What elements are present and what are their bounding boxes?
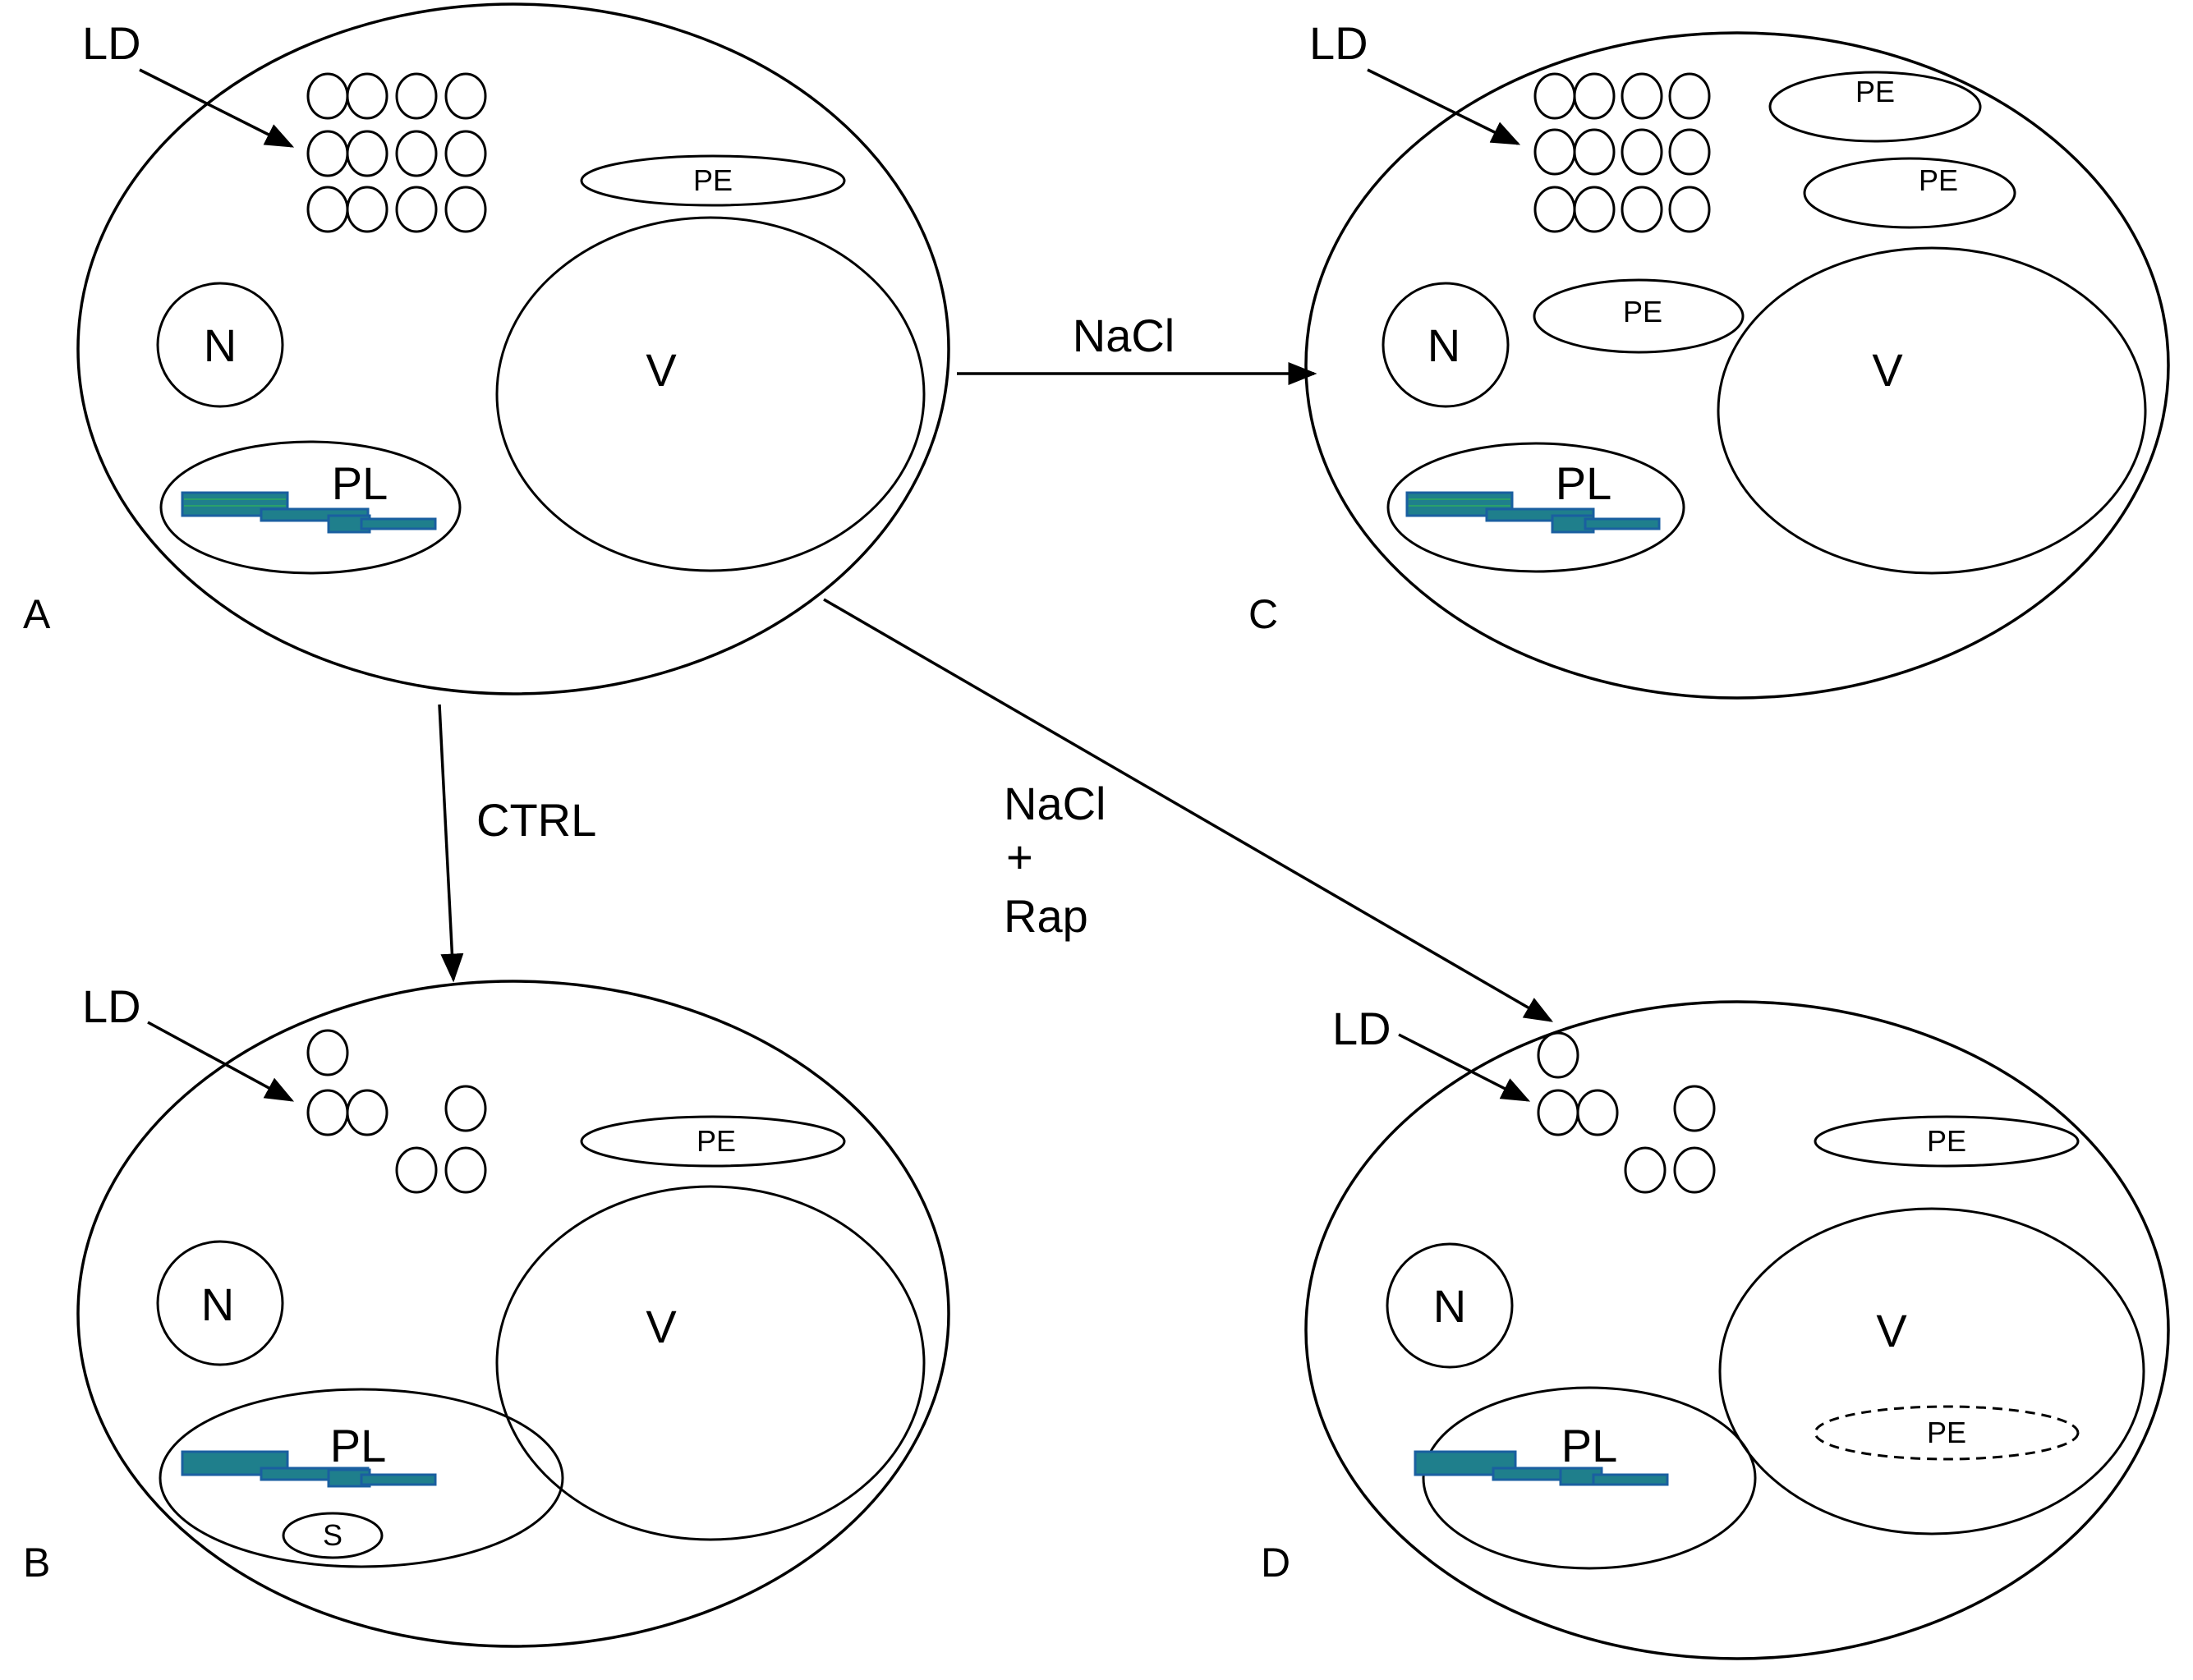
cell-a-nucleus — [156, 282, 284, 408]
ctrl-label: CTRL — [476, 794, 596, 846]
cell-a-vacuole-label: V — [646, 344, 677, 396]
cell-d-pe-vacuole-label: PE — [1927, 1416, 1966, 1449]
cell-c-nucleus-label: N — [1428, 319, 1460, 371]
cell-c-peroxisome-1 — [1768, 71, 1982, 143]
cell-c-nucleus — [1382, 282, 1510, 408]
cell-b-pe-label: PE — [697, 1124, 736, 1158]
transition-ctrl: CTRL — [438, 704, 596, 983]
cell-b-membrane — [76, 980, 950, 1648]
transition-nacl: NaCl — [957, 310, 1317, 385]
cell-d-plastid-label: PL — [1561, 1420, 1618, 1471]
cell-d-vacuolar-peroxisome — [1814, 1405, 2080, 1461]
cell-d-thylakoids — [1414, 1450, 1669, 1486]
cell-a-plastid — [159, 440, 462, 575]
nacl-rap-label-1: NaCl — [1004, 778, 1106, 829]
cell-b-lipid-droplets — [306, 1029, 487, 1194]
cell-d-vacuole — [1718, 1207, 2145, 1535]
cell-a-ld-arrow — [139, 68, 295, 148]
cell-c-peroxisome-3 — [1533, 278, 1745, 354]
cell-c-plastid — [1386, 442, 1685, 573]
ctrl-arrow — [438, 704, 464, 983]
panel-letter-b: B — [23, 1540, 50, 1586]
cell-b-nucleus — [156, 1240, 284, 1366]
cell-a-peroxisome — [580, 154, 846, 207]
transition-nacl-rap: NaCl + Rap — [823, 598, 1554, 1022]
cell-d-membrane — [1304, 1000, 2170, 1660]
cell-b-ld-label: LD — [82, 980, 141, 1032]
cell-d-pe-label: PE — [1927, 1124, 1966, 1158]
cell-a-nucleus-label: N — [204, 319, 237, 371]
cell-c-peroxisome-2 — [1803, 157, 2016, 229]
cell-a-membrane — [76, 2, 950, 695]
cell-c-plastid-label: PL — [1556, 457, 1612, 509]
cell-c-pe-label-2: PE — [1919, 163, 1958, 197]
cell-d-lipid-droplets — [1537, 1031, 1716, 1194]
cell-c-pe-label-1: PE — [1855, 75, 1895, 108]
cell-a-plastid-label: PL — [332, 457, 388, 509]
panel-letter-d: D — [1261, 1540, 1290, 1586]
cell-d: LD PE N V PE PL D — [1261, 1000, 2170, 1660]
cell-d-plastid — [1422, 1386, 1757, 1570]
nacl-rap-label-2: + — [1006, 831, 1033, 883]
panel-letter-c: C — [1248, 591, 1278, 637]
cell-c-lipid-droplets — [1533, 72, 1711, 233]
cell-d-nucleus — [1386, 1242, 1514, 1369]
nacl-rap-arrow — [823, 598, 1554, 1022]
nacl-rap-label-3: Rap — [1004, 890, 1088, 942]
nacl-label: NaCl — [1073, 310, 1175, 361]
cell-b-starch-label: S — [323, 1518, 343, 1552]
cell-c-vacuole-label: V — [1872, 344, 1903, 396]
panel-letter-a: A — [23, 591, 51, 637]
cell-a-pe-label: PE — [693, 163, 733, 197]
cell-d-nucleus-label: N — [1433, 1280, 1466, 1332]
cell-c: LD PE PE PE N V PL C — [1248, 17, 2170, 700]
cell-c-pe-label-3: PE — [1623, 295, 1662, 328]
cell-d-ld-label: LD — [1332, 1003, 1391, 1054]
cell-b-plastid — [159, 1388, 564, 1568]
cell-b-vacuole — [495, 1185, 926, 1541]
cell-b-ld-arrow — [147, 1021, 295, 1102]
cell-c-ld-arrow — [1367, 68, 1521, 145]
cell-a-ld-label: LD — [82, 17, 141, 69]
cell-b: LD PE N V PL S B — [23, 980, 950, 1648]
cell-b-plastid-label: PL — [330, 1420, 387, 1471]
cell-a: LD PE N V PL A — [23, 2, 950, 695]
cell-a-lipid-droplets — [306, 72, 487, 233]
cell-b-nucleus-label: N — [201, 1278, 234, 1330]
cell-d-ld-arrow — [1398, 1033, 1531, 1102]
cell-a-vacuole — [495, 216, 926, 572]
cell-b-vacuole-label: V — [646, 1301, 677, 1352]
cell-c-ld-label: LD — [1309, 17, 1368, 69]
cell-b-starch-grain — [282, 1512, 384, 1559]
cell-c-vacuole — [1717, 246, 2147, 575]
cell-d-vacuole-label: V — [1876, 1305, 1907, 1356]
cell-b-thylakoids — [181, 1450, 437, 1488]
cell-c-thylakoids — [1405, 491, 1661, 534]
cell-d-peroxisome — [1814, 1115, 2080, 1168]
cell-a-thylakoids — [181, 491, 437, 534]
cell-b-peroxisome — [580, 1115, 846, 1168]
